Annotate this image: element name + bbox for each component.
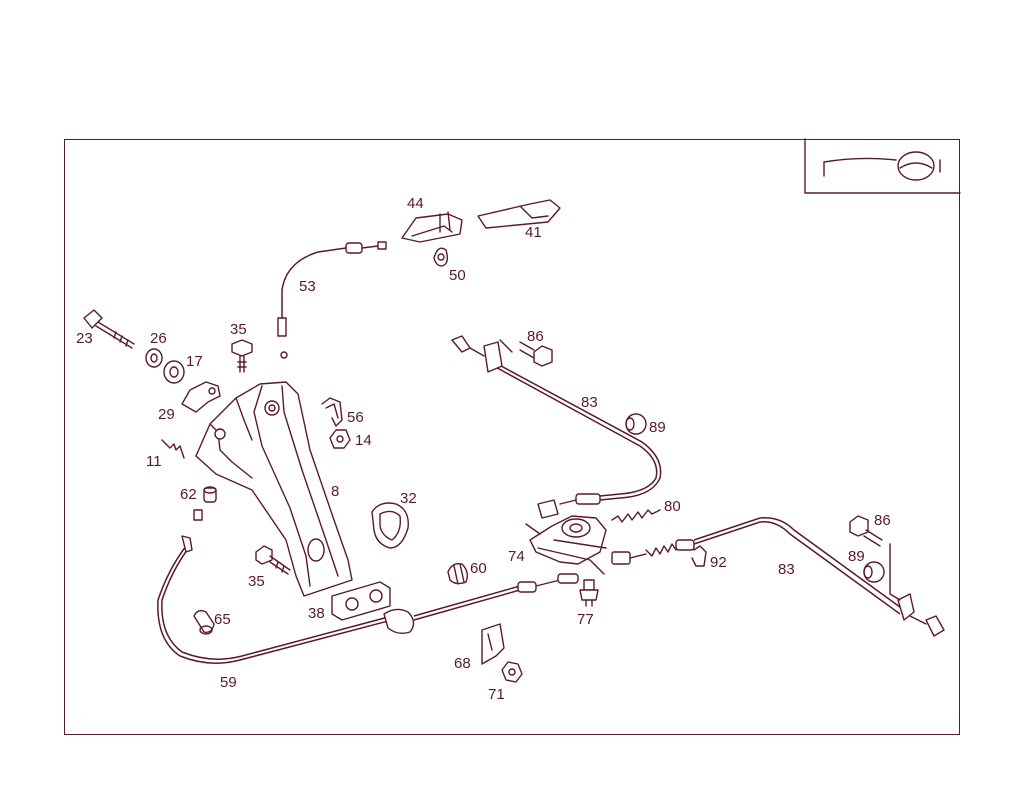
diagram-frame (64, 139, 960, 735)
callout-83-upper: 83 (581, 394, 598, 411)
corner-symbol-box (804, 138, 961, 194)
callout-56: 56 (347, 409, 364, 426)
callout-89-lower: 89 (848, 548, 865, 565)
bushing-17 (163, 360, 185, 384)
callout-60: 60 (470, 560, 487, 577)
callout-74: 74 (508, 548, 525, 565)
callout-80: 80 (664, 498, 681, 515)
cable-53 (277, 241, 387, 359)
nut-14 (329, 429, 351, 449)
callout-41: 41 (525, 224, 542, 241)
spring-11 (161, 439, 185, 459)
bolt-77 (579, 579, 599, 607)
callout-26: 26 (150, 330, 167, 347)
callout-32: 32 (400, 490, 417, 507)
pad-32 (371, 502, 409, 549)
bolt-35-lower (255, 545, 291, 575)
callout-77: 77 (577, 611, 594, 628)
bushing-89-lower (863, 561, 885, 583)
callout-86-lower: 86 (874, 512, 891, 529)
nut-71 (501, 661, 523, 683)
nut-60 (447, 562, 469, 585)
callout-38: 38 (308, 605, 325, 622)
callout-8: 8 (331, 483, 339, 500)
bolt-35-top (231, 339, 253, 373)
cap-65 (193, 609, 215, 635)
callout-labels: 23 26 17 35 29 11 56 14 8 62 32 35 38 65… (76, 195, 891, 703)
callout-14: 14 (355, 432, 372, 449)
callout-68: 68 (454, 655, 471, 672)
callout-35-top: 35 (230, 321, 247, 338)
cable-83-upper (451, 335, 662, 519)
clip-92 (691, 545, 707, 567)
callout-59: 59 (220, 674, 237, 691)
callout-53: 53 (299, 278, 316, 295)
callout-62: 62 (180, 486, 197, 503)
callout-83-lower: 83 (778, 561, 795, 578)
callout-65: 65 (214, 611, 231, 628)
callout-50: 50 (449, 267, 466, 284)
bolt-23 (83, 309, 135, 349)
bracket-68 (481, 623, 505, 665)
lever-29 (181, 381, 221, 413)
washer-26 (145, 348, 163, 368)
lever-74 (525, 515, 607, 575)
clip-50 (433, 247, 449, 267)
bracket-44 (401, 211, 463, 243)
cable-59 (157, 509, 579, 664)
clip-56 (321, 397, 343, 427)
callout-29: 29 (158, 406, 175, 423)
callout-92: 92 (710, 554, 727, 571)
callout-89-upper: 89 (649, 419, 666, 436)
mount-38 (331, 581, 391, 621)
bushing-89-upper (625, 413, 647, 435)
bolt-86-upper (519, 341, 553, 367)
callout-44: 44 (407, 195, 424, 212)
spring-80 (611, 509, 661, 523)
plate-41 (477, 199, 561, 229)
pedal-assembly-8 (195, 381, 353, 597)
callout-71: 71 (488, 686, 505, 703)
bolt-86-lower (849, 515, 883, 547)
callout-17: 17 (186, 353, 203, 370)
callout-11: 11 (146, 453, 162, 470)
callout-86-upper: 86 (527, 328, 544, 345)
callout-23: 23 (76, 330, 93, 347)
parking-brake-icon (823, 151, 941, 181)
callout-35-lower: 35 (248, 573, 265, 590)
cap-62 (203, 486, 217, 503)
cable-83-lower (611, 517, 945, 637)
